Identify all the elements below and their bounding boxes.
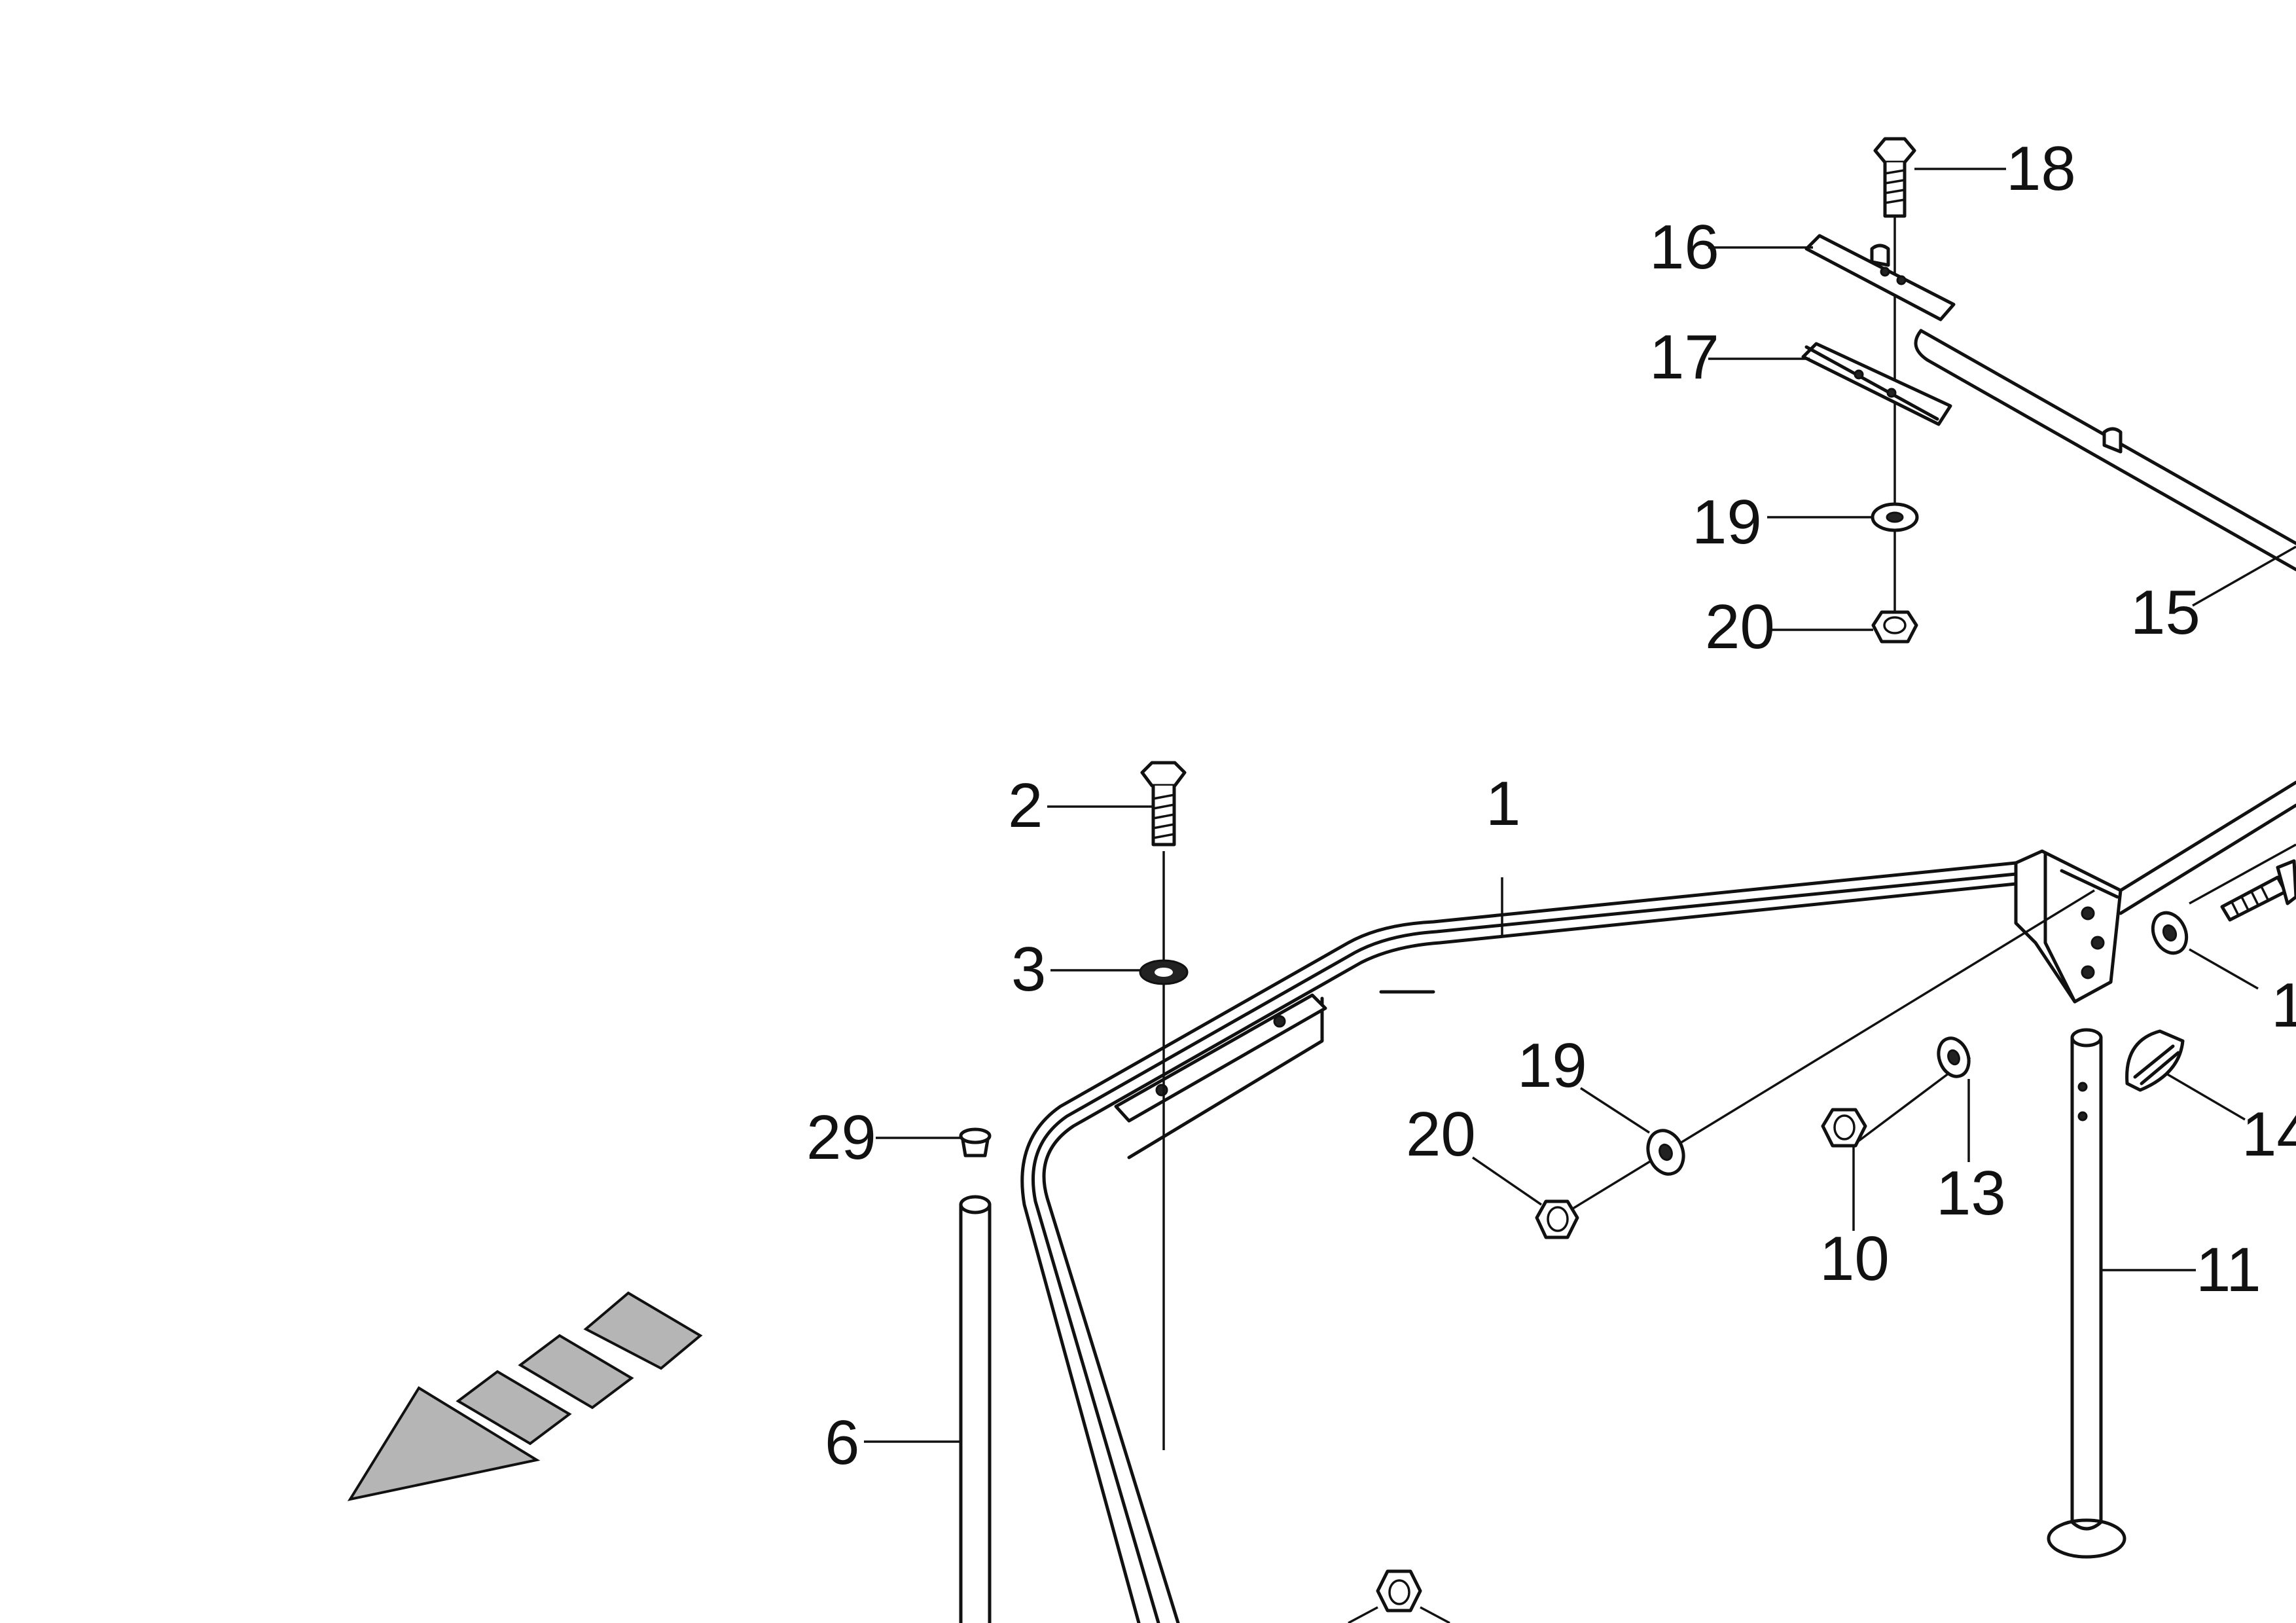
bolt-left	[1140, 761, 1187, 1450]
callout-2: 2	[1008, 771, 1043, 841]
callout-3: 3	[1011, 934, 1046, 1004]
callout-13: 13	[1936, 1158, 2006, 1228]
callout-labels: 1 2 3 29 6 18 16 17 19 20 15 19 20 10 13…	[806, 134, 2296, 1478]
callout-18: 18	[2006, 134, 2076, 204]
callout-20-mid: 20	[1406, 1099, 1476, 1169]
callout-17: 17	[1649, 322, 1719, 392]
vertical-post-left	[959, 1195, 992, 1623]
vertical-post-right	[2047, 1028, 2126, 1559]
callout-20-top: 20	[1705, 592, 1775, 662]
callout-15: 15	[2130, 577, 2200, 647]
callout-10: 10	[1820, 1224, 1890, 1294]
middle-fasteners	[1348, 843, 2296, 1623]
lock-washer-left	[1139, 959, 1189, 985]
top-bracket-assembly	[1801, 137, 2296, 644]
callout-14: 14	[2242, 1099, 2296, 1169]
callout-1: 1	[1486, 769, 1520, 839]
callout-19-mid: 19	[1517, 1030, 1587, 1101]
callout-12-partial: 1	[2271, 970, 2296, 1040]
cap-plug	[959, 1127, 992, 1158]
callout-29: 29	[806, 1103, 876, 1173]
main-frame-tube	[1020, 780, 2296, 1623]
leader-lines	[864, 168, 2296, 1443]
callout-19-top: 19	[1692, 487, 1762, 557]
travel-direction-arrow-icon	[347, 1291, 703, 1501]
callout-16: 16	[1649, 212, 1719, 282]
callout-11: 11	[2196, 1235, 2261, 1305]
callout-6: 6	[825, 1408, 859, 1478]
